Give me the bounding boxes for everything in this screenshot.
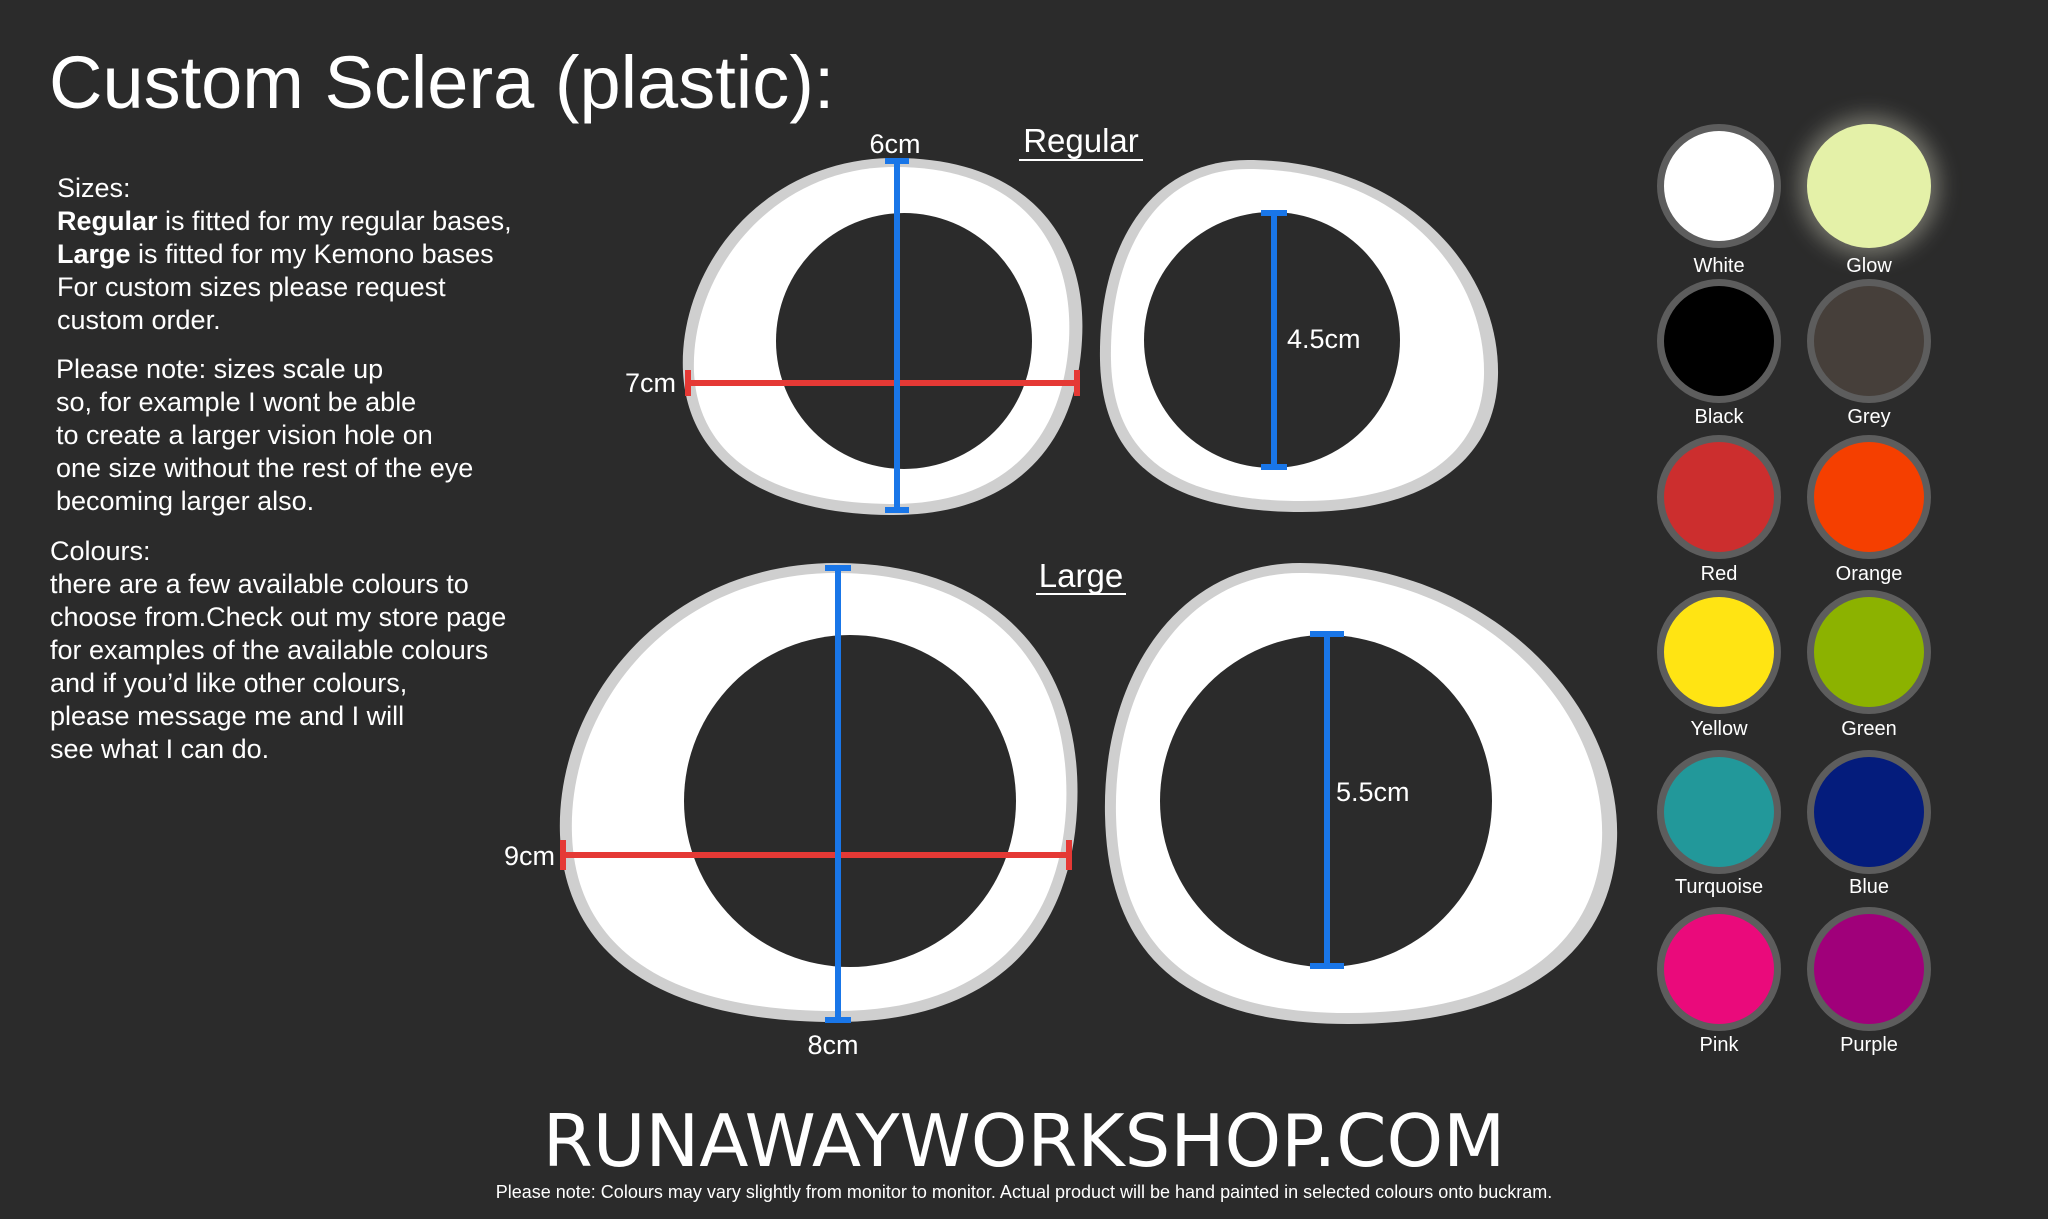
swatch-label-glow: Glow [1846, 255, 1892, 277]
colours-line: for examples of the available colours [50, 635, 489, 665]
large-label: Large [1039, 557, 1123, 594]
swatch-green [1807, 590, 1931, 714]
regular-hole-label: 4.5cm [1287, 324, 1361, 354]
colours-section: Colours: there are a few available colou… [50, 535, 506, 766]
colours-line: and if you’d like other colours, [50, 668, 408, 698]
large-height-label: 8cm [807, 1030, 858, 1060]
swatch-label-grey: Grey [1847, 406, 1891, 428]
colours-line: Colours: [50, 536, 151, 566]
note-line: so, for example I wont be able [56, 387, 417, 417]
swatch-red [1657, 435, 1781, 559]
regular-bold: Regular [57, 206, 158, 236]
regular-width-label: 7cm [625, 368, 676, 398]
swatch-grey [1807, 279, 1931, 403]
regular-sclera-front [682, 158, 1083, 515]
sizes-section: Sizes: Regular is fitted for my regular … [57, 172, 512, 337]
swatch-label-purple: Purple [1840, 1034, 1898, 1056]
large-width-label: 9cm [504, 841, 555, 871]
large-sclera-front [559, 563, 1078, 1023]
vision-hole [684, 635, 1016, 967]
swatch-turquoise [1657, 750, 1781, 874]
site-name: RUNAWAYWORKSHOP.COM [542, 1099, 1506, 1183]
regular-label: Regular [1023, 122, 1139, 159]
colours-line: please message me and I will [50, 701, 405, 731]
sizes-custom-line-2: custom order. [57, 305, 221, 335]
vision-hole [776, 213, 1032, 469]
note-line: one size without the rest of the eye [56, 453, 474, 483]
page-title: Custom Sclera (plastic): [49, 41, 835, 124]
regular-rest: is fitted for my regular bases, [157, 206, 512, 236]
note-line: Please note: sizes scale up [56, 354, 384, 384]
large-rest: is fitted for my Kemono bases [130, 239, 494, 269]
swatch-pink [1657, 907, 1781, 1031]
swatch-white [1657, 124, 1781, 248]
swatch-yellow [1657, 590, 1781, 714]
note-line: to create a larger vision hole on [56, 420, 433, 450]
swatch-label-white: White [1693, 255, 1745, 277]
sizes-regular-line: Regular is fitted for my regular bases, [57, 205, 512, 238]
swatch-label-red: Red [1700, 563, 1738, 585]
swatch-label-black: Black [1694, 406, 1744, 428]
swatch-blue [1807, 750, 1931, 874]
swatch-purple [1807, 907, 1931, 1031]
note-line: becoming larger also. [56, 486, 315, 516]
swatch-black [1657, 279, 1781, 403]
note-section: Please note: sizes scale up so, for exam… [56, 353, 473, 518]
large-hole-label: 5.5cm [1336, 777, 1410, 807]
swatch-label-turquoise: Turquoise [1674, 876, 1764, 898]
large-sclera-back [1104, 563, 1618, 1024]
sizes-custom-line-1: For custom sizes please request [57, 272, 446, 302]
sizes-heading: Sizes: [57, 173, 131, 203]
regular-height-label: 6cm [869, 129, 920, 159]
swatch-orange [1807, 435, 1931, 559]
swatch-label-pink: Pink [1699, 1034, 1739, 1056]
colours-line: there are a few available colours to [50, 569, 469, 599]
swatch-label-orange: Orange [1835, 563, 1903, 585]
swatch-label-yellow: Yellow [1690, 718, 1748, 740]
swatch-glow [1807, 124, 1931, 248]
footer-note: Please note: Colours may vary slightly f… [495, 1182, 1553, 1202]
swatch-label-green: Green [1841, 718, 1897, 740]
swatch-label-blue: Blue [1848, 876, 1890, 898]
regular-sclera-back [1099, 160, 1499, 512]
colours-line: see what I can do. [50, 734, 270, 764]
large-bold: Large [57, 239, 131, 269]
sizes-large-line: Large is fitted for my Kemono bases [57, 238, 512, 271]
colours-line: choose from.Check out my store page [50, 602, 507, 632]
